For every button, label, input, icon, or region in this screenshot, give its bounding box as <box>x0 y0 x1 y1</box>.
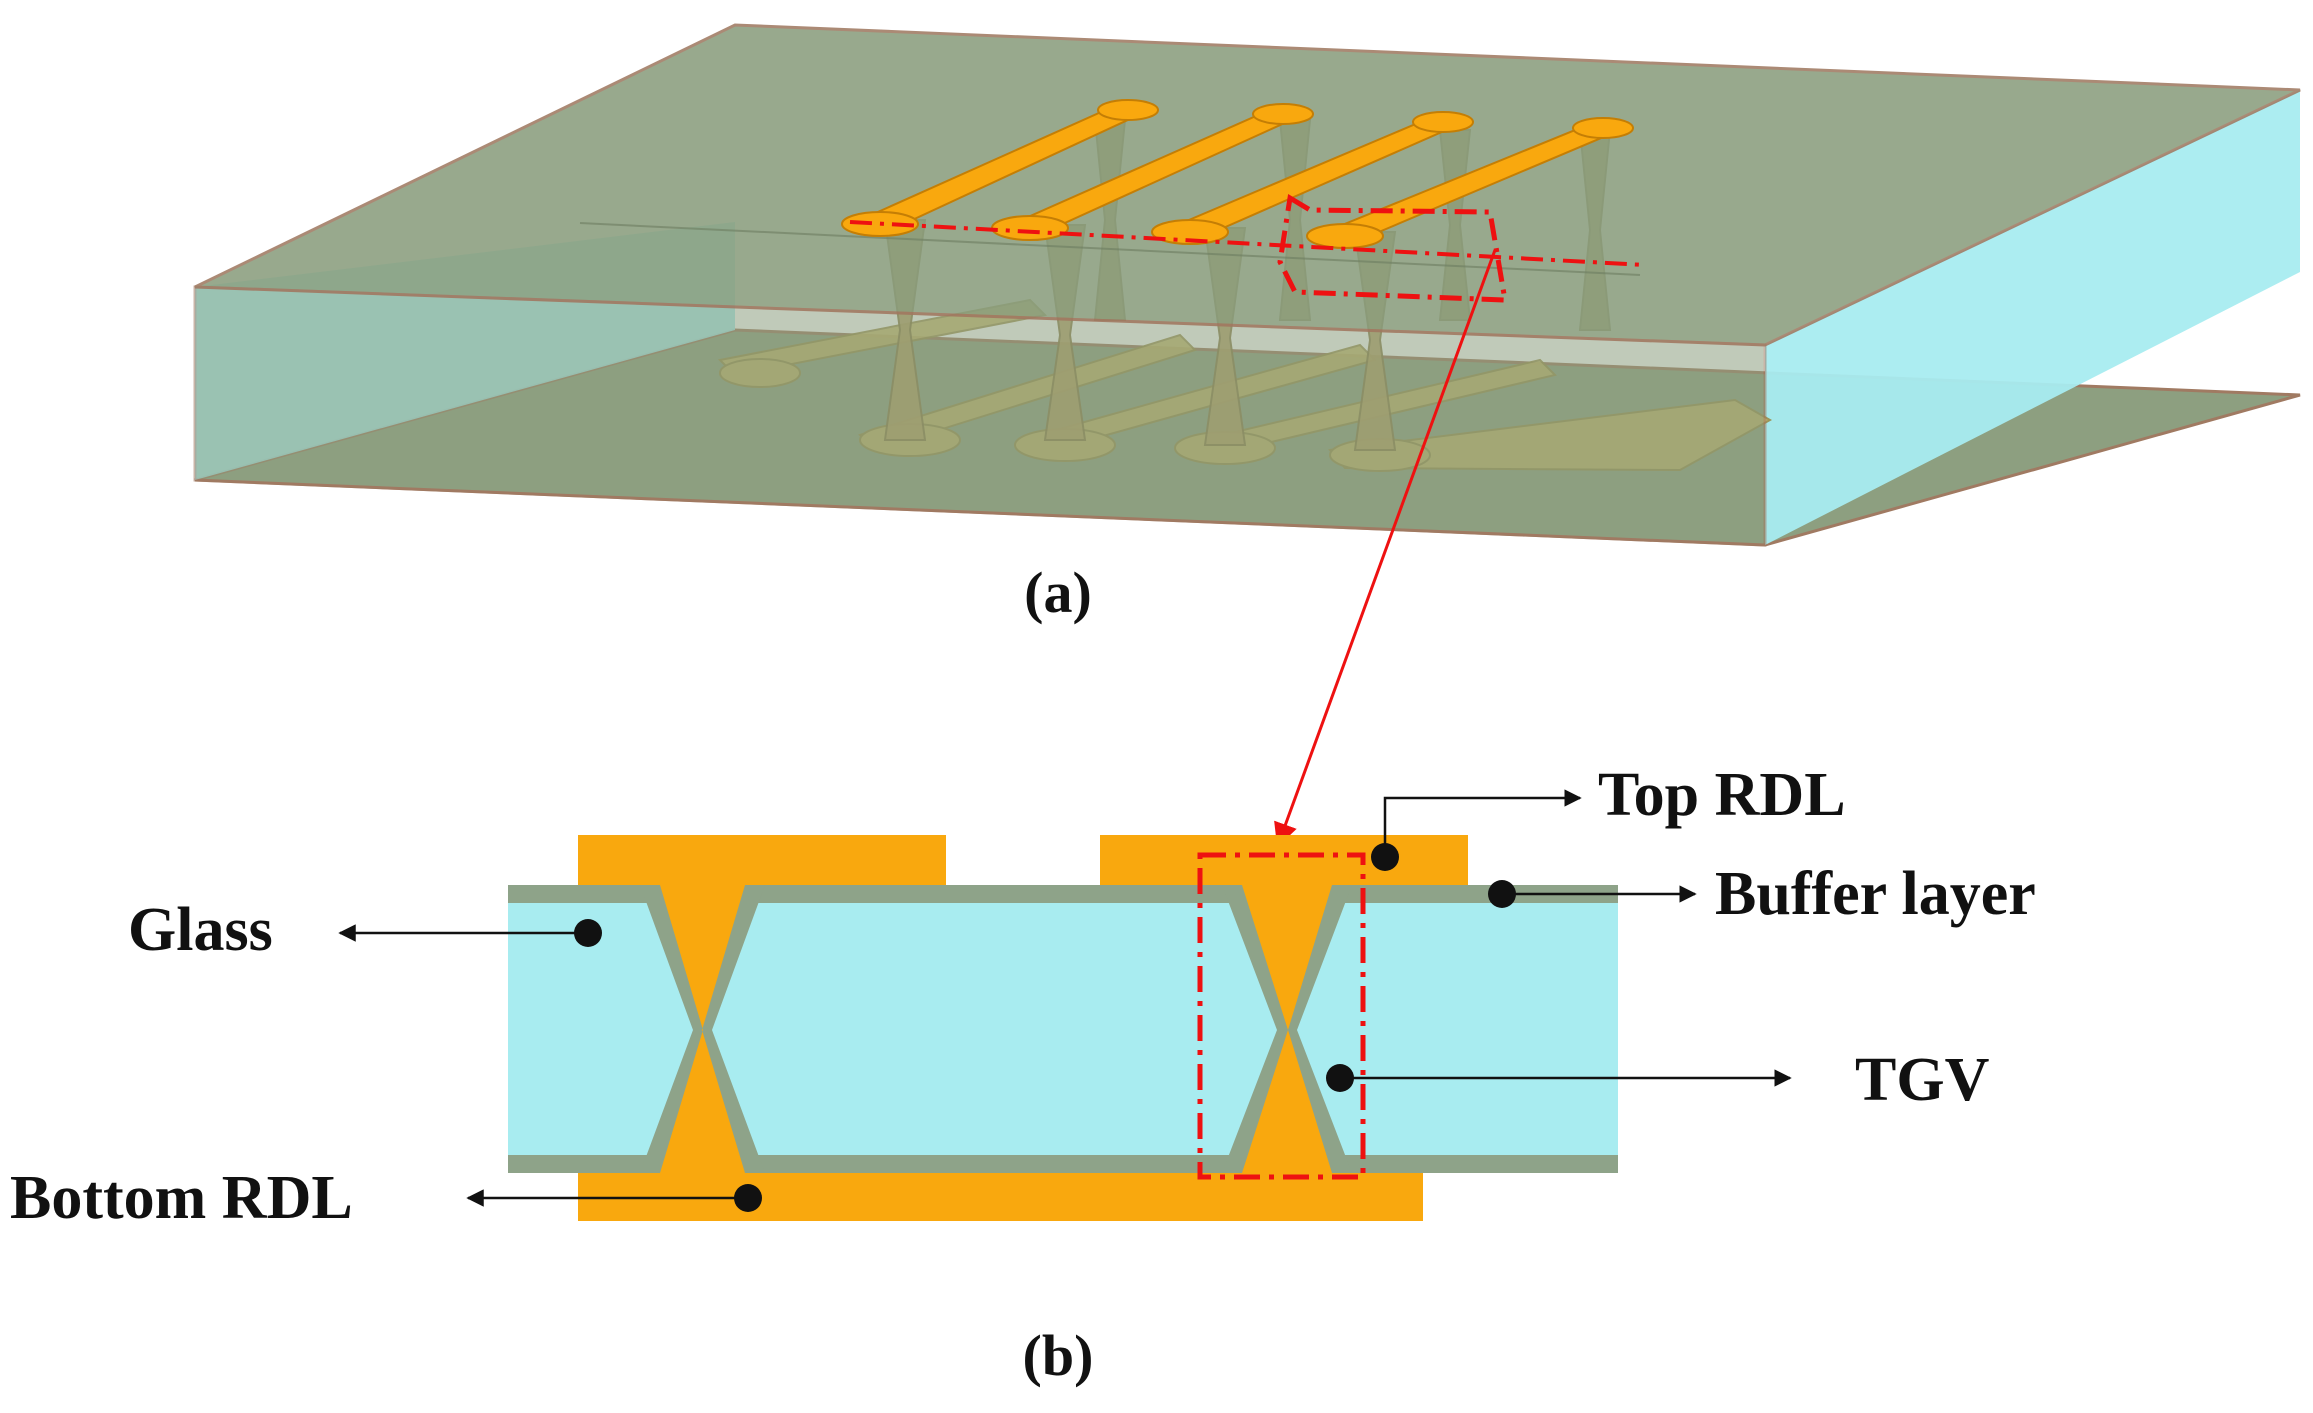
dot-tgv <box>1326 1064 1354 1092</box>
leader-dots <box>574 843 1516 1212</box>
panel-b-cross-section <box>508 835 1618 1221</box>
panel-b-caption: (b) <box>1023 1323 1094 1388</box>
dot-top-rdl <box>1371 843 1399 871</box>
substrate-front-face <box>193 285 1767 547</box>
tgv-right <box>1242 885 1332 1173</box>
top-rdl-pad-right <box>1100 835 1468 885</box>
substrate-right-face <box>1765 90 2300 545</box>
label-tgv: TGV <box>1855 1046 1990 1114</box>
label-top-rdl: Top RDL <box>1598 761 1846 829</box>
dot-glass <box>574 919 602 947</box>
tgv-left <box>660 885 745 1173</box>
leader-lines <box>338 789 1792 1207</box>
zoom-arrow <box>1274 249 1497 848</box>
top-rdl-traces-3d <box>841 99 1634 249</box>
label-bottom-rdl: Bottom RDL <box>10 1164 353 1232</box>
section-cut-line <box>849 220 1646 267</box>
dot-bottom-rdl <box>734 1184 762 1212</box>
dot-buffer-layer <box>1488 880 1516 908</box>
leader-top-rdl <box>1383 789 1582 855</box>
highlight-box-3d <box>1277 193 1508 303</box>
label-glass: Glass <box>128 896 273 964</box>
panel-a-3d-substrate <box>193 23 2301 547</box>
highlight-box-section <box>1197 852 1366 1180</box>
panel-a-caption: (a) <box>1024 560 1092 625</box>
tgv-right-buffer <box>1222 885 1352 1173</box>
top-rdl-pad-left <box>578 835 946 885</box>
label-buffer-layer: Buffer layer <box>1715 860 2036 928</box>
